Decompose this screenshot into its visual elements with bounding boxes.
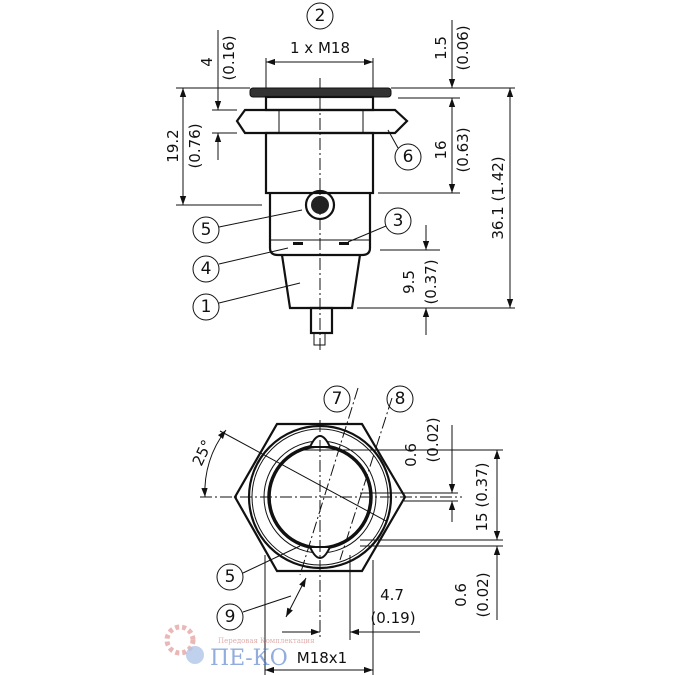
adjust-arrow-icon	[285, 577, 307, 618]
svg-text:8: 8	[395, 389, 406, 409]
dim-0-6-bot-in: (0.02)	[474, 572, 492, 617]
callout-5-bottom: 5	[216, 563, 244, 591]
callout-9: 9	[216, 603, 244, 631]
svg-text:3: 3	[393, 211, 404, 231]
flange	[249, 87, 392, 98]
watermark-logo: Передовая Комплектация ПЕ-КО	[164, 624, 315, 671]
dim-4: 4	[198, 57, 216, 67]
dim-4-7-in: (0.19)	[370, 609, 415, 627]
cable-gland-1	[280, 254, 362, 310]
watermark-text: ПЕ-КО	[210, 646, 288, 671]
svg-text:6: 6	[403, 147, 414, 167]
thread-label: 1 x M18	[290, 39, 350, 57]
svg-text:5: 5	[201, 220, 212, 240]
dim-15: 15 (0.37)	[473, 463, 491, 532]
dim-4-in: (0.16)	[220, 35, 238, 80]
connector-5	[304, 189, 336, 221]
svg-text:9: 9	[225, 607, 236, 627]
callout-8: 8	[386, 385, 414, 413]
angle-25: 25°	[189, 437, 217, 469]
gear-icon	[164, 624, 196, 656]
dim-19-2-in: (0.76)	[186, 123, 204, 168]
svg-text:7: 7	[332, 389, 343, 409]
dim-1-5: 1.5	[432, 36, 450, 60]
callout-6: 6	[394, 143, 422, 171]
dim-1-5-in: (0.06)	[454, 25, 472, 70]
dim-0-6-top-in: (0.02)	[424, 417, 442, 462]
axis-7	[299, 387, 359, 576]
callouts: 2 6 3 5 4 1 7 8 5 9	[192, 2, 422, 631]
svg-text:1: 1	[201, 297, 212, 317]
svg-text:4: 4	[201, 259, 212, 279]
connector-pins	[311, 196, 329, 214]
nut	[235, 108, 409, 135]
callout-7: 7	[323, 385, 351, 413]
svg-text:2: 2	[315, 6, 326, 26]
dim-0-6-bot: 0.6	[452, 583, 470, 607]
svg-text:5: 5	[225, 567, 236, 587]
dim-36-1: 36.1 (1.42)	[489, 156, 507, 239]
dim-0-6-top: 0.6	[402, 443, 420, 467]
thread-label-front: M18x1	[297, 649, 347, 667]
front-view: 25° 0.6 (0.02) 15 (0.37) 0.6 (0.02) 4.7 …	[189, 387, 503, 675]
callout-4: 4	[192, 255, 220, 283]
pin	[309, 306, 334, 335]
dim-9-5-in: (0.37)	[422, 259, 440, 304]
led-mark-3	[339, 242, 349, 245]
dim-19-2: 19.2	[164, 129, 182, 162]
dim-16: 16	[432, 140, 450, 159]
led-window-bottom	[308, 546, 332, 559]
housing-thread	[264, 131, 375, 195]
led-mark-4	[293, 242, 303, 245]
side-view: 1 x M18 4 (0.16) 19.2 (0.76) 1.5 (0.06) …	[164, 20, 515, 352]
axis-8	[339, 397, 393, 561]
callout-5-top: 5	[192, 216, 220, 244]
dim-9-5: 9.5	[400, 270, 418, 294]
watermark-tagline: Передовая Комплектация	[218, 637, 315, 645]
dim-4-7: 4.7	[380, 586, 404, 604]
dim-16-in: (0.63)	[454, 127, 472, 172]
callout-2: 2	[306, 2, 334, 30]
housing-lower	[268, 193, 372, 257]
callout-3: 3	[384, 207, 412, 235]
callout-1: 1	[192, 293, 220, 321]
